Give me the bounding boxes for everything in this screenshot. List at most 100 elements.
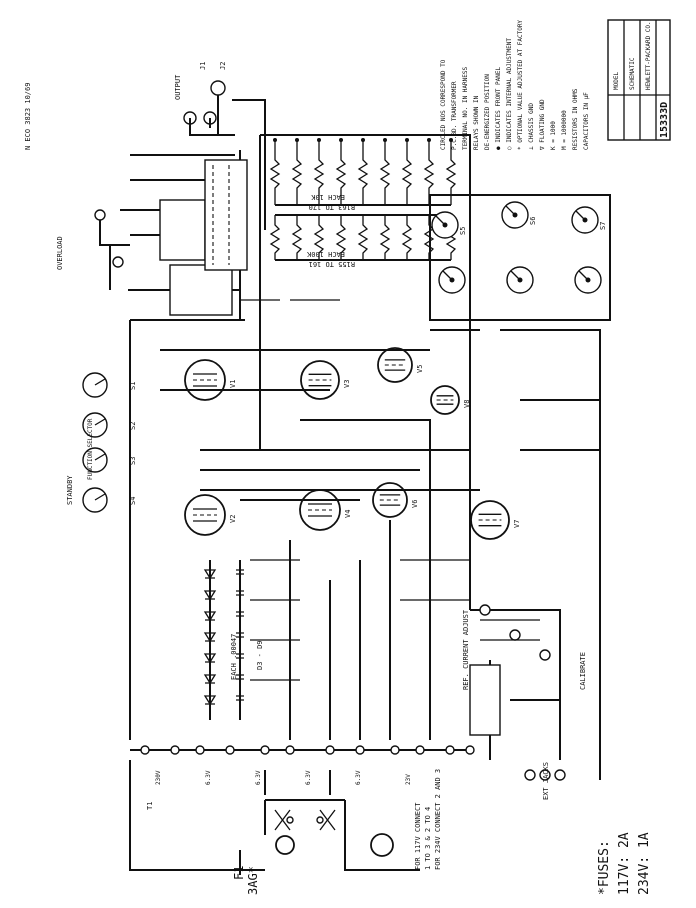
legend-line: CAPACITORS IN µF	[583, 92, 590, 150]
capacitor	[236, 632, 244, 638]
diode	[203, 569, 217, 580]
ladder-resistor-lower	[357, 215, 369, 260]
ladder-resistor-upper	[379, 140, 391, 205]
legend-line: P.C.BD. TRANSFORMER	[451, 81, 458, 150]
ladder-resistor-lower	[379, 215, 391, 260]
diode	[203, 590, 217, 601]
tube-ref-label: V5	[416, 365, 424, 373]
rotary-switch-wiper	[575, 210, 586, 221]
ladder-bus	[275, 204, 451, 261]
tube-electrode	[193, 373, 217, 387]
diode-string	[203, 560, 244, 720]
output-section: OUTPUT J1 J2 OVERLOAD	[56, 62, 266, 270]
ladder-node	[427, 138, 431, 142]
ext-jacks-label: EXT JACKS	[542, 762, 550, 800]
tube-ref-label: V8	[463, 400, 471, 408]
panel-switch-lever	[94, 493, 106, 501]
harness-terminal	[415, 745, 425, 755]
ladder-resistor-upper	[357, 140, 369, 205]
harness-terminal	[225, 745, 235, 755]
function-selector-label: FUNCTION SELECTOR	[87, 418, 94, 480]
title-block-line2: SCHEMATIC	[629, 57, 636, 90]
diode-each-label: EACH .00047	[230, 634, 238, 680]
fuse-note-title: *FUSES:	[597, 840, 612, 895]
panel-switch-lever	[94, 378, 106, 386]
fuse-note-line1: 117V: 2A	[617, 832, 632, 895]
drawing-number: 15333D	[659, 102, 670, 138]
r155-each-label: EACH 100K	[306, 250, 345, 258]
winding-label: 6.3V	[255, 770, 262, 785]
tube-electrode	[308, 373, 332, 387]
tube-electrode	[308, 503, 332, 517]
legend-line: M = 1000000	[561, 110, 568, 150]
harness-terminal	[285, 745, 295, 755]
eco-text: N ECO 3823 10/69	[24, 83, 32, 150]
fuse-f1: F1 3AG*	[232, 850, 260, 895]
harness-terminal	[445, 745, 455, 755]
winding-label: 6.3V	[305, 770, 312, 785]
ladder-resistor-upper	[291, 140, 303, 205]
capacitor	[236, 590, 244, 596]
connect-note-line1: FOR 117V CONNECT	[414, 802, 422, 870]
ladder-node	[339, 138, 343, 142]
rotary-switch-wiper	[510, 270, 521, 281]
rotary-switch-wiper	[505, 205, 516, 216]
harness-terminal	[140, 745, 150, 755]
winding-label: 6.3V	[205, 770, 212, 785]
harness-terminal	[325, 745, 335, 755]
connect-note-line2: 1 TO 3 & 2 TO 4	[424, 807, 432, 870]
fuse-rating: 3AG*	[246, 866, 260, 895]
ladder-resistor-upper	[423, 140, 435, 205]
legend-line: ● INDICATES FRONT PANEL	[495, 67, 502, 150]
winding-label: 6.3V	[355, 770, 362, 785]
tube-ref-label: V1	[229, 380, 237, 388]
ladder-node	[405, 138, 409, 142]
legend-line: ⊥ CHASSIS GND	[528, 103, 535, 150]
fuse-ref: F1	[232, 866, 246, 880]
tube-electrode	[478, 513, 502, 527]
tube-electrode	[379, 494, 401, 506]
legend: CIRCLED NOS CORRESPOND TO P.C.BD. TRANSFO…	[440, 20, 590, 151]
diode	[203, 632, 217, 643]
ladder-node	[383, 138, 387, 142]
tube-ref-label: V6	[411, 500, 419, 508]
resistor-ladder: R163 TO 170 EACH 10K R155 TO 161 EACH 10…	[259, 134, 471, 450]
r155-label: R155 TO 161	[309, 260, 355, 268]
vacuum-tube	[299, 489, 341, 531]
legend-line: * OPTIONAL VALUE ADJUSTED AT FACTORY	[517, 20, 524, 150]
ladder-resistor-lower	[291, 215, 303, 260]
r163-label: R163 TO 170	[309, 203, 355, 211]
transformer-ref: T1	[146, 802, 154, 810]
switch-ref-label: S5	[459, 227, 467, 235]
ladder-resistor-upper	[313, 140, 325, 205]
title-block-line3: HEWLETT-PACKARD CO.	[645, 21, 652, 90]
ladder-resistor-upper	[445, 140, 457, 205]
vacuum-tube	[300, 360, 340, 400]
vacuum-tube	[470, 500, 510, 540]
diode	[203, 695, 217, 706]
amplifier-wiring	[129, 240, 601, 780]
r163-each-label: EACH 10K	[310, 193, 345, 201]
diode	[203, 611, 217, 622]
harness-terminal	[170, 745, 180, 755]
legend-line: RESISTORS IN OHMS	[572, 88, 579, 150]
title-block-line1: MODEL	[613, 72, 620, 90]
j2-label: J2	[219, 62, 227, 70]
legend-line: CIRCLED NOS CORRESPOND TO	[440, 59, 447, 150]
ladder-node	[449, 138, 453, 142]
tube-ref-label: V7	[513, 520, 521, 528]
vacuum-tube	[184, 359, 226, 401]
switch-ref-label: S2	[129, 422, 137, 430]
harness-terminal	[355, 745, 365, 755]
diode	[203, 674, 217, 685]
ladder-resistor-upper	[335, 140, 347, 205]
ladder-resistor-upper	[401, 140, 413, 205]
reference-section: REF. CURRENT ADJUST CALIBRATE EXT JACKS	[462, 604, 587, 800]
rotary-switch-wiper	[435, 215, 446, 226]
panel-switch-lever	[94, 453, 106, 461]
capacitor	[236, 674, 244, 680]
ladder-resistor-lower	[401, 215, 413, 260]
switch-ref-label: S1	[129, 382, 137, 390]
